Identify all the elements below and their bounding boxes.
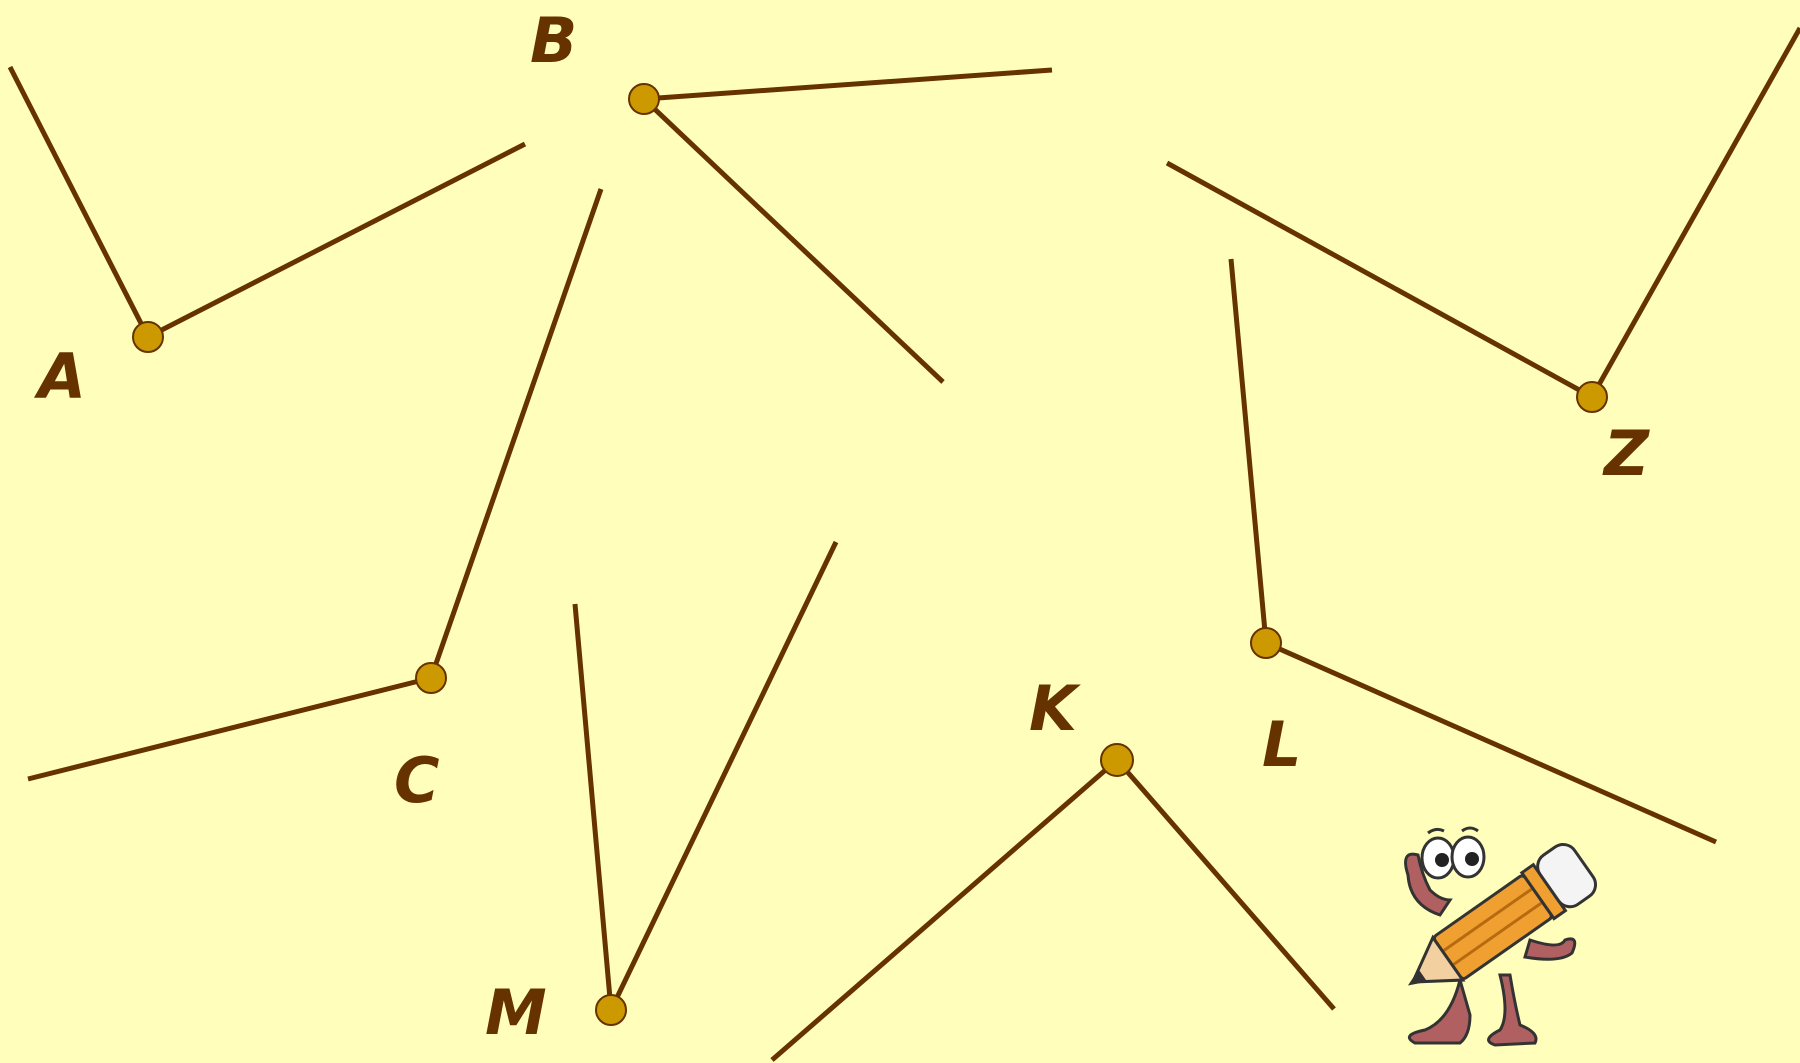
angle-l-ray-1 [1228,258,1269,644]
angle-a-ray-1 [7,65,151,339]
angle-z-vertex [1576,381,1608,413]
angle-c-vertex [415,662,447,694]
angle-a-vertex [132,321,164,353]
angle-m-ray-1 [572,603,614,1011]
pencil-mascot-icon [1404,826,1597,1047]
angle-m-ray-2 [608,540,839,1012]
angle-k-ray-1 [770,758,1119,1062]
angle-m: M [485,540,839,1049]
angle-a: A [7,65,527,413]
angle-z-ray-1 [1165,160,1594,400]
angle-l-vertex [1250,627,1282,659]
angle-c-label: C [394,744,440,817]
angle-b: B [530,4,1053,384]
angle-z-label: Z [1602,417,1650,490]
angle-m-vertex [595,994,627,1026]
angle-k-label: K [1029,672,1081,745]
angle-z-ray-2 [1589,26,1800,399]
angle-a-label: A [33,340,86,413]
angle-c-ray-2 [27,675,432,782]
angle-l-label: L [1262,708,1302,781]
angle-c-ray-1 [428,188,604,679]
angle-b-ray-2 [642,97,945,384]
angle-b-ray-1 [643,67,1053,102]
angle-c: C [27,188,604,817]
angle-k-ray-2 [1115,758,1336,1011]
angle-b-vertex [628,83,660,115]
angle-a-ray-2 [146,141,527,340]
angle-l-ray-2 [1264,640,1718,845]
angle-m-label: M [485,976,547,1049]
angle-k-vertex [1100,743,1134,777]
angle-b-label: B [530,4,577,77]
angle-z: Z [1165,26,1800,490]
angle-l: L [1228,258,1718,845]
angle-k: K [770,672,1336,1062]
